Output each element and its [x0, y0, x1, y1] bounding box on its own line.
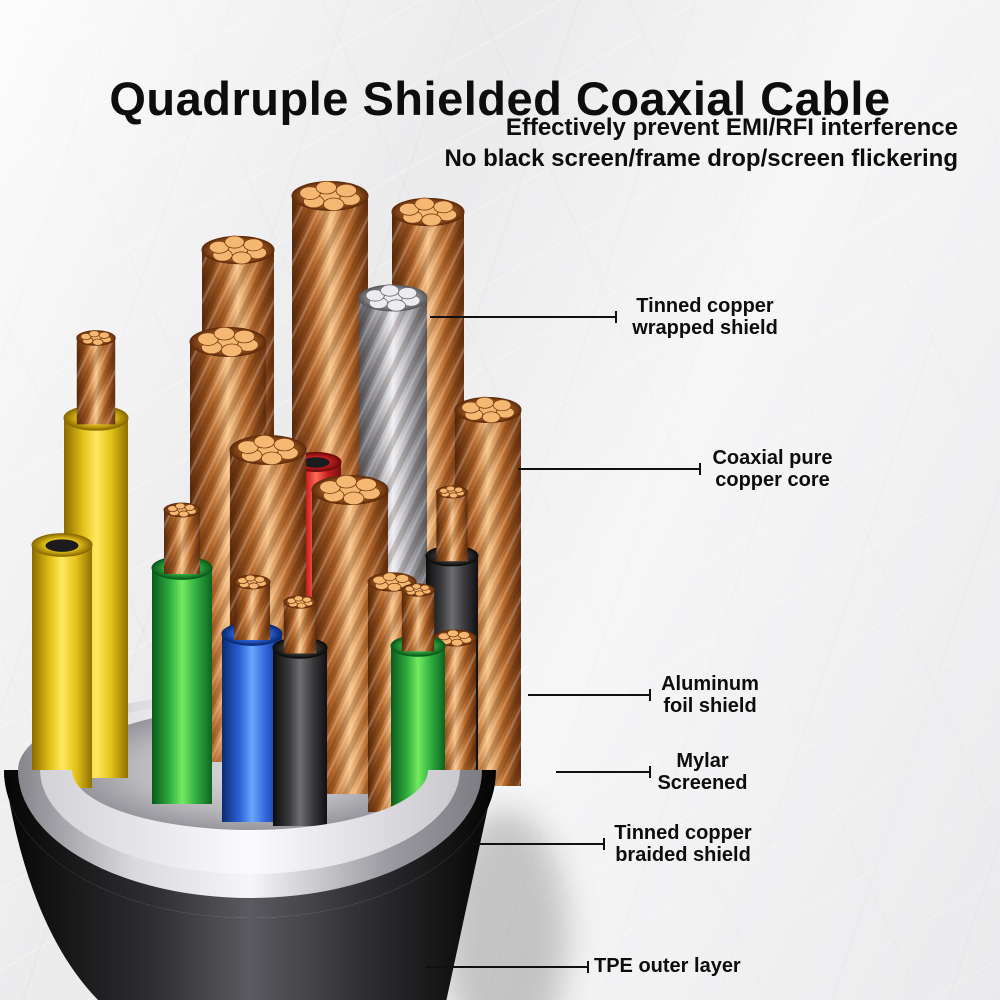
callout-label-line: Coaxial pure — [712, 447, 833, 469]
tpe-outer-jacket — [4, 770, 496, 1000]
wire-black — [272, 595, 328, 826]
wire-green — [151, 502, 213, 804]
callout-label-line: Tinned copper — [614, 822, 752, 844]
callout-label-line: foil shield — [663, 695, 757, 717]
leader-line — [528, 689, 651, 701]
callout-label-line: Screened — [657, 772, 748, 794]
subtitle: Effectively prevent EMI/RFI interference… — [444, 112, 958, 174]
callout-label-line: braided shield — [615, 844, 751, 866]
callout-label: Coaxial pure copper core — [700, 447, 845, 491]
callout-label-line: copper core — [715, 469, 830, 491]
callout-label-line: TPE outer layer — [594, 955, 741, 977]
leader-line — [426, 961, 589, 973]
callout-label: Tinned copper braided shield — [604, 822, 762, 866]
callout-label-line: Aluminum — [661, 673, 759, 695]
wire-blue — [221, 574, 283, 822]
callout-label: Mylar Screened — [650, 750, 755, 794]
wire-bundle — [31, 180, 522, 828]
wire-yellow — [31, 533, 93, 788]
callout-label: TPE outer layer — [594, 955, 804, 977]
callout-label: Aluminum foil shield — [650, 673, 770, 717]
leader-line — [518, 463, 701, 475]
leader-line — [556, 766, 651, 778]
leader-line — [464, 838, 605, 850]
jacket-front-lip — [4, 770, 496, 918]
callout-label: Tinned copper wrapped shield — [620, 295, 790, 339]
callout-label-line: Tinned copper — [636, 295, 774, 317]
mylar-front-lip — [40, 770, 460, 874]
page-title: Quadruple Shielded Coaxial Cable — [109, 72, 891, 126]
subtitle-line-1: Effectively prevent EMI/RFI interference — [505, 114, 958, 141]
cable-scene — [4, 180, 567, 1000]
callout-label-line: wrapped shield — [632, 317, 778, 339]
subtitle-line-2: No black screen/frame drop/screen flicke… — [444, 145, 958, 172]
braided-shield-front-lip — [18, 770, 482, 898]
callout-label-line: Mylar — [676, 750, 729, 772]
leader-line — [430, 311, 617, 323]
